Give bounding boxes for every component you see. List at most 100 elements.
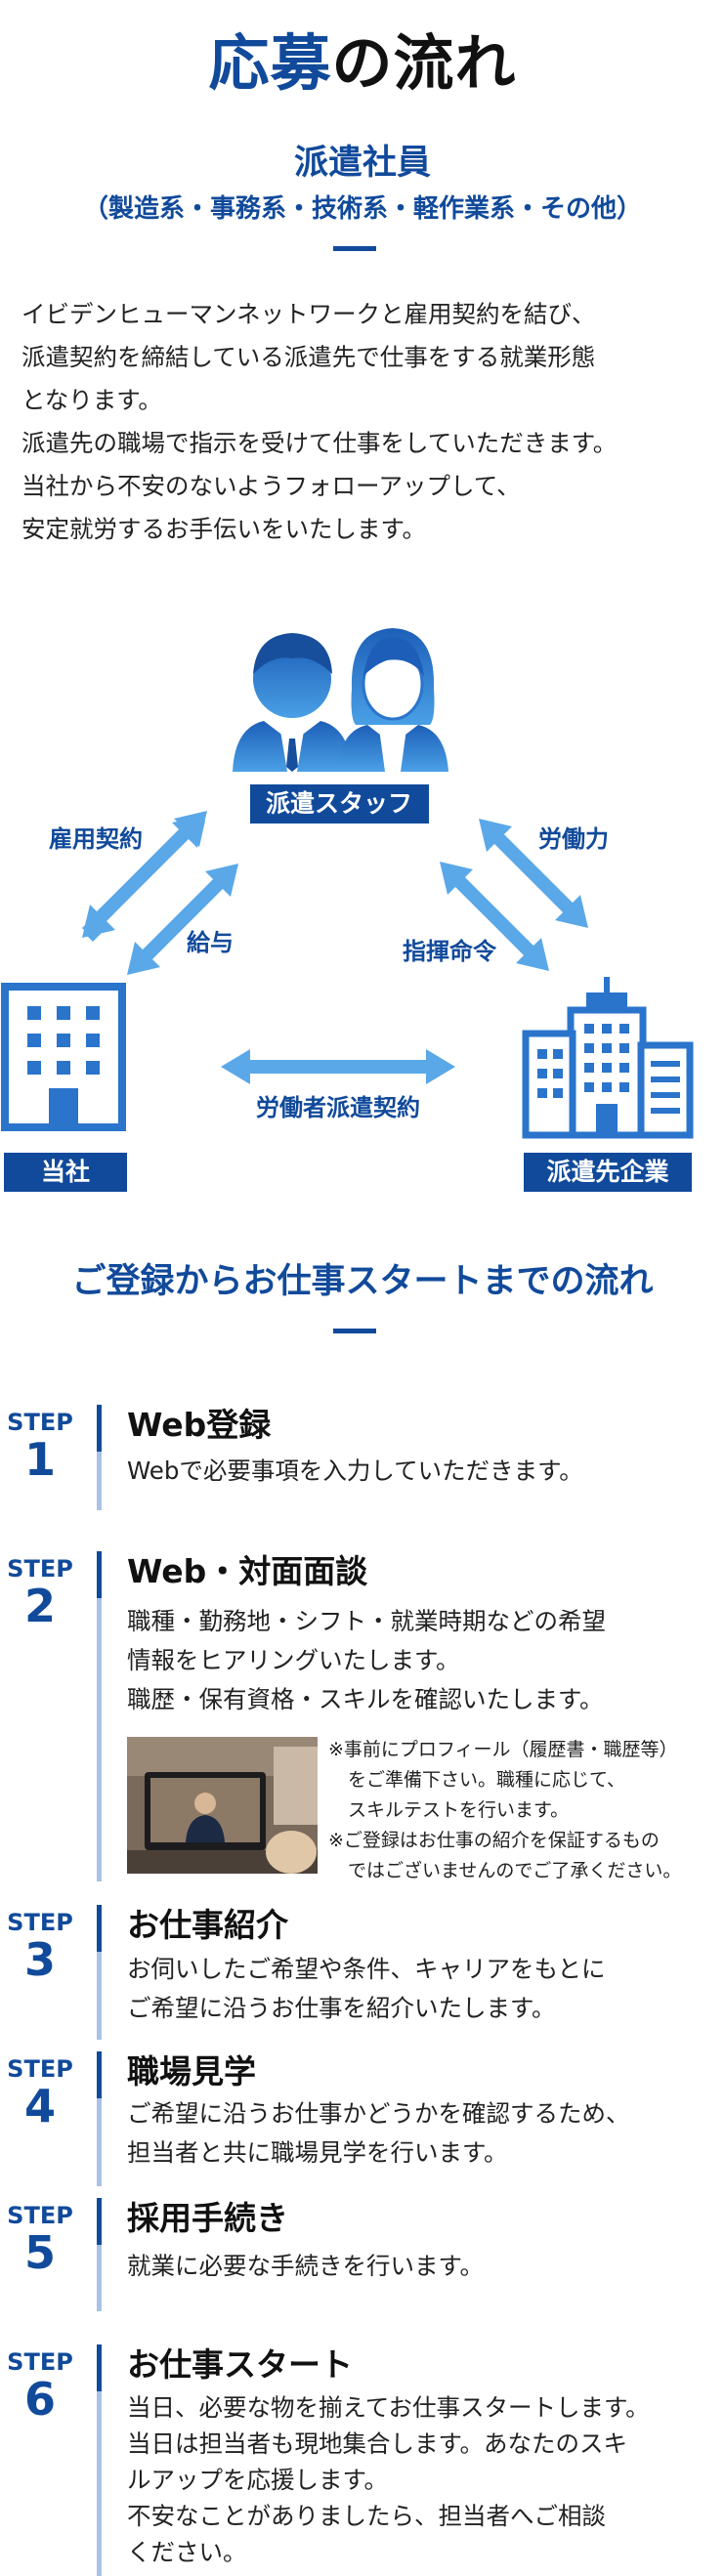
page-title: 応募の流れ (0, 14, 725, 102)
instructions-label: 指揮命令 (403, 938, 497, 965)
step-number: 2 (23, 1580, 56, 1632)
step-2-bar-light (97, 1598, 102, 1881)
step-6-desc-line: 当日、必要な物を揃えてお仕事スタートします。 (127, 2393, 650, 2422)
step-3-title: お仕事紹介 (127, 1906, 288, 1944)
step-6-bar (97, 2344, 102, 2391)
step-5-desc: 就業に必要な手続きを行います。 (127, 2252, 485, 2280)
company-label: 当社 (41, 1158, 90, 1186)
labor-arrowhead (555, 895, 588, 928)
employment-contract-arrow-line (85, 816, 202, 933)
step-number: 1 (23, 1433, 56, 1486)
dispatch-contract-arrowhead-left (221, 1049, 250, 1084)
step-3-desc-line: ご希望に沿うお仕事を紹介いたします。 (127, 1994, 556, 2022)
employment-type: 派遣社員 (293, 144, 431, 183)
employment-contract-arrow (82, 817, 203, 940)
section-divider (333, 246, 376, 251)
salary-arrowhead (205, 864, 238, 897)
intro-line: 派遣契約を締結している派遣先で仕事をする就業形態 (21, 343, 596, 371)
intro-text: イビデンヒューマンネットワークと雇用契約を結び、 派遣契約を締結している派遣先で… (21, 293, 705, 551)
step-6-desc: 当日、必要な物を揃えてお仕事スタートします。 当日は担当者も現地集合します。あな… (127, 2389, 650, 2570)
client-label-box (524, 1153, 692, 1192)
dispatch-contract-label: 労働者派遣契約 (256, 1094, 420, 1121)
step-6-desc-line: ルアップを応援します。 (127, 2466, 389, 2494)
client-label: 派遣先企業 (546, 1158, 668, 1186)
client-company-building-icon (522, 977, 694, 1139)
labor-arrow-line (484, 823, 583, 923)
note-line: ※事前にプロフィール（履歴書・職歴等） (328, 1739, 678, 1760)
interview-photo (127, 1737, 318, 1874)
step-number: 6 (23, 2373, 56, 2426)
intro-line: イビデンヒューマンネットワークと雇用契約を結び、 (21, 300, 596, 328)
step-1-label: STEP 1 (0, 1409, 80, 1483)
step-number: 3 (23, 1933, 56, 1986)
intro-line: 当社から不安のないようフォローアップして、 (21, 472, 521, 500)
step-2-desc-line: 情報をヒアリングいたします。 (127, 1646, 460, 1674)
step-2-desc-line: 職種・勤務地・シフト・就業時期などの希望 (127, 1607, 606, 1635)
flow-divider (333, 1329, 376, 1333)
step-6-desc-line: ください。 (127, 2538, 247, 2566)
employment-contract-arrowhead (174, 811, 207, 844)
step-6-desc-line: 不安なことがありましたら、担当者へご相談 (127, 2502, 606, 2530)
step-3-label: STEP 3 (0, 1909, 80, 1983)
step-4-bar-light (97, 2098, 102, 2186)
step-5-bar (97, 2198, 102, 2245)
labor-label: 労働力 (538, 825, 609, 853)
step-word: STEP (7, 2348, 73, 2376)
step-3-bar (97, 1905, 102, 1952)
step-number: 4 (23, 2080, 56, 2133)
step-2-bar (97, 1551, 102, 1598)
step-2-title: Web・対面面談 (127, 1552, 368, 1590)
intro-line: 安定就労するお手伝いをいたします。 (21, 515, 427, 543)
salary-label: 給与 (187, 929, 234, 956)
salary-arrowhead-2 (127, 942, 160, 975)
step-1-bar-light (97, 1452, 102, 1510)
employment-categories: （製造系・事務系・技術系・軽作業系・その他） (82, 194, 642, 224)
step-6-label: STEP 6 (0, 2348, 80, 2423)
step-4-desc: ご希望に沿うお仕事かどうかを確認するため、 担当者と共に職場見学を行います。 (127, 2094, 630, 2173)
step-word: STEP (7, 2202, 73, 2229)
step-3-desc: お伺いしたご希望や条件、キャリアをもとに ご希望に沿うお仕事を紹介いたします。 (127, 1950, 606, 2028)
step-6-title: お仕事スタート (127, 2345, 353, 2384)
staff-label: 派遣スタッフ (266, 789, 412, 818)
step-2-label: STEP 2 (0, 1555, 80, 1629)
female-staff-icon (337, 628, 448, 772)
page-title-rest: の流れ (331, 27, 517, 99)
arrow-up-left-tail (84, 921, 105, 942)
step-2-notes: ※事前にプロフィール（履歴書・職歴等） をご準備下さい。職種に応じて、 スキルテ… (328, 1735, 681, 1886)
employment-contract-label: 雇用契約 (49, 825, 143, 853)
labor-arrowhead-2 (479, 819, 512, 852)
step-5-bar-light (97, 2245, 102, 2311)
instructions-arrowhead-2 (516, 938, 549, 971)
step-2-desc: 職種・勤務地・シフト・就業時期などの希望 情報をヒアリングいたします。 職歴・保… (127, 1602, 606, 1719)
step-word: STEP (7, 1555, 73, 1583)
employment-contract-arrowhead-2 (82, 905, 115, 938)
salary-arrow-line (132, 868, 234, 970)
page-title-accent: 応募 (208, 27, 332, 99)
dispatch-contract-arrowhead-right (426, 1049, 455, 1084)
step-4-bar (97, 2051, 102, 2098)
step-6-bar-light (97, 2391, 102, 2576)
step-1-bar (97, 1405, 102, 1452)
step-6-desc-line: 当日は担当者も現地集合します。あなたのスキ (127, 2429, 628, 2458)
company-label-box (4, 1153, 127, 1192)
step-word: STEP (7, 1409, 73, 1436)
step-4-desc-line: ご希望に沿うお仕事かどうかを確認するため、 (127, 2099, 630, 2128)
step-number: 5 (23, 2226, 56, 2279)
company-building-icon (1, 983, 126, 1131)
step-3-bar-light (97, 1952, 102, 2040)
intro-line: となります。 (21, 386, 162, 414)
flow-title: ご登録からお仕事スタートまでの流れ (71, 1262, 654, 1301)
step-5-label: STEP 5 (0, 2202, 80, 2276)
instructions-arrow-line (445, 866, 544, 966)
step-4-label: STEP 4 (0, 2055, 80, 2130)
step-4-desc-line: 担当者と共に職場見学を行います。 (127, 2138, 508, 2167)
note-line: スキルテストを行います。 (348, 1799, 570, 1821)
step-1-title: Web登録 (127, 1406, 272, 1444)
step-word: STEP (7, 1909, 73, 1936)
step-word: STEP (7, 2055, 73, 2083)
step-4-title: 職場見学 (127, 2052, 256, 2090)
note-line: をご準備下さい。職種に応じて、 (348, 1769, 626, 1791)
intro-line: 派遣先の職場で指示を受けて仕事をしていただきます。 (21, 429, 618, 457)
step-2-desc-line: 職歴・保有資格・スキルを確認いたします。 (127, 1685, 604, 1713)
step-3-desc-line: お伺いしたご希望や条件、キャリアをもとに (127, 1955, 606, 1983)
